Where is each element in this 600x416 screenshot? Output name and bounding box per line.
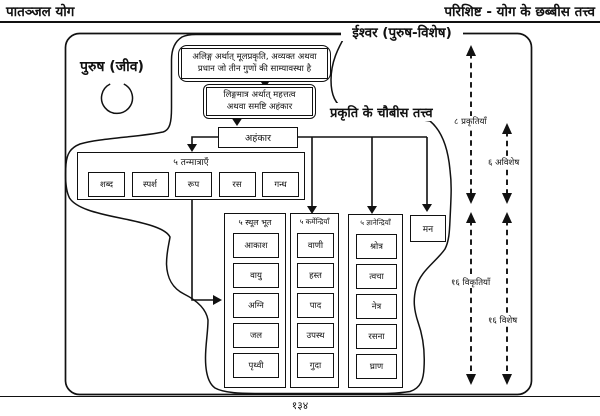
- ahankara-box: अहंकार: [218, 127, 298, 148]
- sthula-bhuta-group: ५ स्थूल भूत आकाश वायु अग्नि जल पृथ्वी: [224, 213, 286, 388]
- mulaprakriti-line1: अलिङ्ग अर्थात् मूलप्रकृति, अव्यक्त अथवा: [192, 52, 317, 63]
- tanmatra-group: ५ तन्मात्राएँ शब्द स्पर्श रूप रस गन्ध: [77, 152, 305, 200]
- jnanendriya-group: ५ ज्ञानेन्द्रियाँ श्रोत्र त्वचा नेत्र रस…: [348, 214, 403, 388]
- sthula-item-label: आकाश: [244, 241, 268, 251]
- sthula-item-label: अग्नि: [248, 301, 264, 311]
- karmendriya-item-label: पाद: [309, 301, 322, 311]
- side-label-avishesha: ६ अविशेष: [486, 157, 522, 168]
- sthula-item: जल: [233, 323, 279, 348]
- side-label-prakritis: ८ प्रकृतियाँ: [452, 116, 489, 127]
- dashed-arrowheads: [466, 45, 512, 385]
- tanmatra-item-label: रस: [232, 180, 242, 190]
- side-label-vikritis: १६ विकृतियाँ: [449, 277, 493, 288]
- sthula-item: अग्नि: [233, 293, 279, 318]
- jnanendriya-item: घ्राण: [356, 354, 397, 379]
- sthula-item: आकाश: [233, 233, 279, 258]
- tanmatra-item-label: स्पर्श: [143, 180, 157, 190]
- jnanendriya-item-label: रसना: [368, 332, 385, 342]
- purusha-circle: [100, 83, 134, 115]
- karmendriya-group: ५ कर्मेन्द्रियाँ वाणी हस्त पाद उपस्थ गुद…: [290, 213, 339, 388]
- jnanendriya-item: श्रोत्र: [356, 234, 397, 259]
- karmendriya-item: उपस्थ: [297, 323, 334, 348]
- page-title: पातञ्जल योग: [6, 4, 75, 20]
- sthula-item: पृथ्वी: [233, 353, 279, 378]
- karmendriya-item-label: हस्त: [309, 271, 322, 281]
- jnanendriya-item-label: नेत्र: [371, 302, 382, 312]
- mahat-line2: अथवा समष्टि अहंकार: [226, 101, 293, 112]
- jnanendriya-item: रसना: [356, 324, 397, 349]
- sthula-item-label: पृथ्वी: [248, 361, 264, 371]
- manas-label: मन: [422, 225, 434, 235]
- connector-lines: [191, 136, 428, 301]
- jnanendriya-item-label: त्वचा: [369, 272, 384, 282]
- jnanendriya-item: त्वचा: [356, 264, 397, 289]
- prakriti-blob-outline: [64, 33, 452, 395]
- tanmatra-item: रस: [218, 172, 256, 197]
- jnanendriya-item-label: घ्राण: [369, 362, 384, 372]
- sthula-item: वायु: [233, 263, 279, 288]
- tanmatra-item: शब्द: [88, 172, 125, 197]
- tanmatra-item-label: गन्ध: [274, 180, 287, 190]
- page-number: १३४: [291, 400, 309, 412]
- footer-rule: [0, 396, 600, 397]
- mulaprakriti-line2: प्रधान जो तीन गुणों की साम्यावस्था है: [197, 63, 312, 74]
- karmendriya-item: हस्त: [297, 263, 334, 288]
- karmendriya-item-label: वाणी: [307, 241, 324, 251]
- prakriti-heading: प्रकृति के चौबीस तत्त्व: [328, 103, 435, 121]
- dashed-arrows: [470, 53, 508, 377]
- karmendriya-item-label: गुदा: [309, 361, 322, 371]
- jnanendriya-item-label: श्रोत्र: [370, 242, 383, 252]
- mahat-line1: लिङ्गमात्र अर्थात् महत्तत्व: [223, 90, 296, 101]
- side-label-vishesha: १६ विशेष: [486, 315, 520, 326]
- sthula-item-label: जल: [249, 331, 263, 341]
- tanmatra-item: गन्ध: [262, 172, 299, 197]
- mulaprakriti-box: अलिङ्ग अर्थात् मूलप्रकृति, अव्यक्त अथवा …: [178, 45, 331, 82]
- mahat-box: लिङ्गमात्र अर्थात् महत्तत्व अथवा समष्टि …: [203, 84, 316, 119]
- tanmatra-item-label: रूप: [187, 180, 200, 190]
- karmendriya-title: ५ कर्मेन्द्रियाँ: [299, 217, 330, 226]
- tanmatra-item: स्पर्श: [131, 172, 169, 197]
- sthula-item-label: वायु: [250, 271, 262, 281]
- ishvara-label: ईश्वर (पुरुष-विशेष): [341, 23, 463, 41]
- karmendriya-item: वाणी: [297, 233, 334, 258]
- purusha-label: पुरुष (जीव): [80, 59, 144, 75]
- ahankara-label: अहंकार: [245, 133, 271, 144]
- sthula-bhuta-title: ५ स्थूल भूत: [238, 218, 272, 227]
- jnanendriya-title: ५ ज्ञानेन्द्रियाँ: [360, 218, 391, 227]
- jnanendriya-item: नेत्र: [356, 294, 397, 319]
- tanmatra-item-label: शब्द: [99, 180, 114, 190]
- tanmatra-item: रूप: [175, 172, 212, 197]
- header-rule: [0, 21, 600, 23]
- tanmatra-group-title: ५ तन्मात्राएँ: [173, 158, 209, 168]
- karmendriya-item-label: उपस्थ: [306, 331, 325, 341]
- manas-box: मन: [410, 215, 446, 242]
- karmendriya-item: गुदा: [297, 353, 334, 378]
- chapter-title: परिशिष्ट - योग के छब्बीस तत्त्व: [444, 4, 595, 20]
- ishvara-boundary-box: [64, 32, 533, 396]
- karmendriya-item: पाद: [297, 293, 334, 318]
